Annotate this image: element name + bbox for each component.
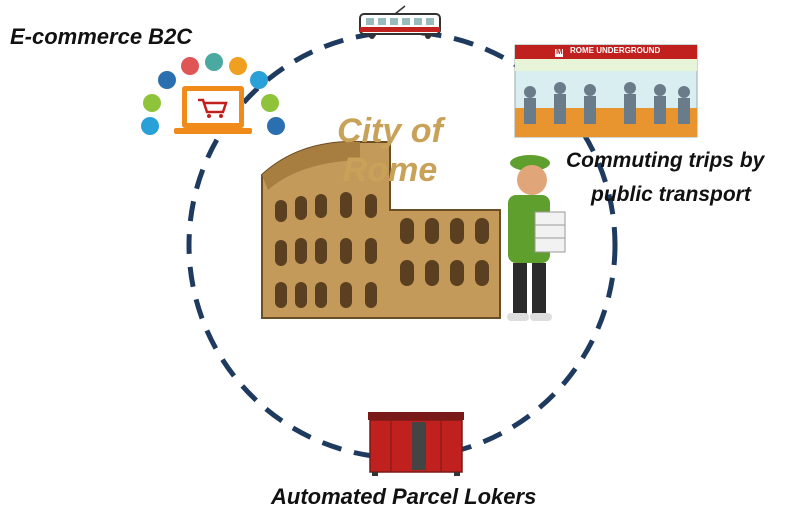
- courier-illustration: [507, 155, 566, 321]
- ecommerce-label: E-commerce B2C: [10, 24, 193, 49]
- underground-sign-text: ROME UNDERGROUND: [570, 46, 661, 55]
- city-title: City of Rome: [325, 112, 455, 190]
- city-title-line2: Rome: [342, 151, 438, 190]
- parcel-lockers-label: Automated Parcel Lokers: [271, 484, 537, 509]
- ecommerce-laptop-cart-icon: [141, 53, 285, 135]
- commuting-label-line1: Commuting trips by: [566, 149, 765, 172]
- parcel-locker-illustration: [368, 412, 464, 476]
- tram-icon: [359, 5, 441, 39]
- commuting-label-line2: public transport: [591, 183, 751, 206]
- city-title-line1: City of: [337, 112, 443, 150]
- metro-logo: M: [556, 47, 563, 56]
- underground-train-illustration: [514, 44, 698, 138]
- colosseum-illustration: [261, 140, 501, 319]
